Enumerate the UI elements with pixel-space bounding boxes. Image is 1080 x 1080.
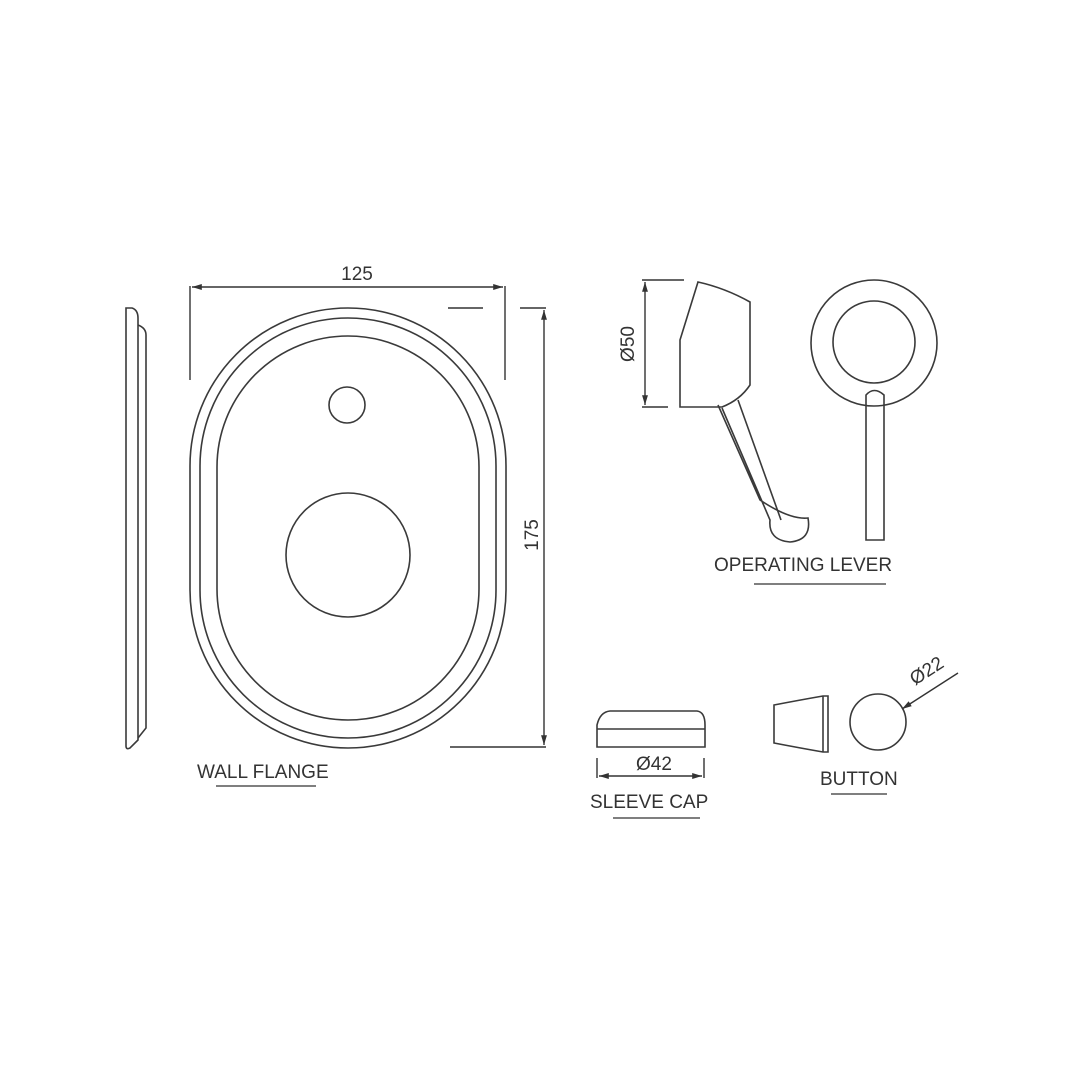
- button-drawing: [773, 693, 907, 753]
- height-dimension: [448, 307, 547, 748]
- sleeve-cap-dimension: [596, 758, 705, 779]
- operating-lever-front-view: [810, 279, 938, 541]
- width-dimension: [189, 284, 506, 380]
- sleeve-cap-diameter-label: Ø42: [636, 754, 672, 775]
- height-dimension-label: 175: [522, 519, 543, 551]
- operating-lever-side-view: [679, 281, 810, 543]
- wall-flange-side-view: [125, 307, 147, 750]
- sleeve-cap-drawing: [596, 710, 706, 748]
- lever-diameter-label: Ø50: [618, 326, 639, 362]
- button-dimension: [901, 672, 959, 710]
- wall-flange-label: WALL FLANGE: [197, 762, 329, 783]
- sleeve-cap-label: SLEEVE CAP: [590, 792, 708, 813]
- width-dimension-label: 125: [341, 264, 373, 285]
- lever-diameter-dimension: [642, 279, 684, 408]
- operating-lever-label: OPERATING LEVER: [714, 555, 892, 576]
- wall-flange-front-view: [189, 307, 507, 749]
- button-label: BUTTON: [820, 769, 898, 790]
